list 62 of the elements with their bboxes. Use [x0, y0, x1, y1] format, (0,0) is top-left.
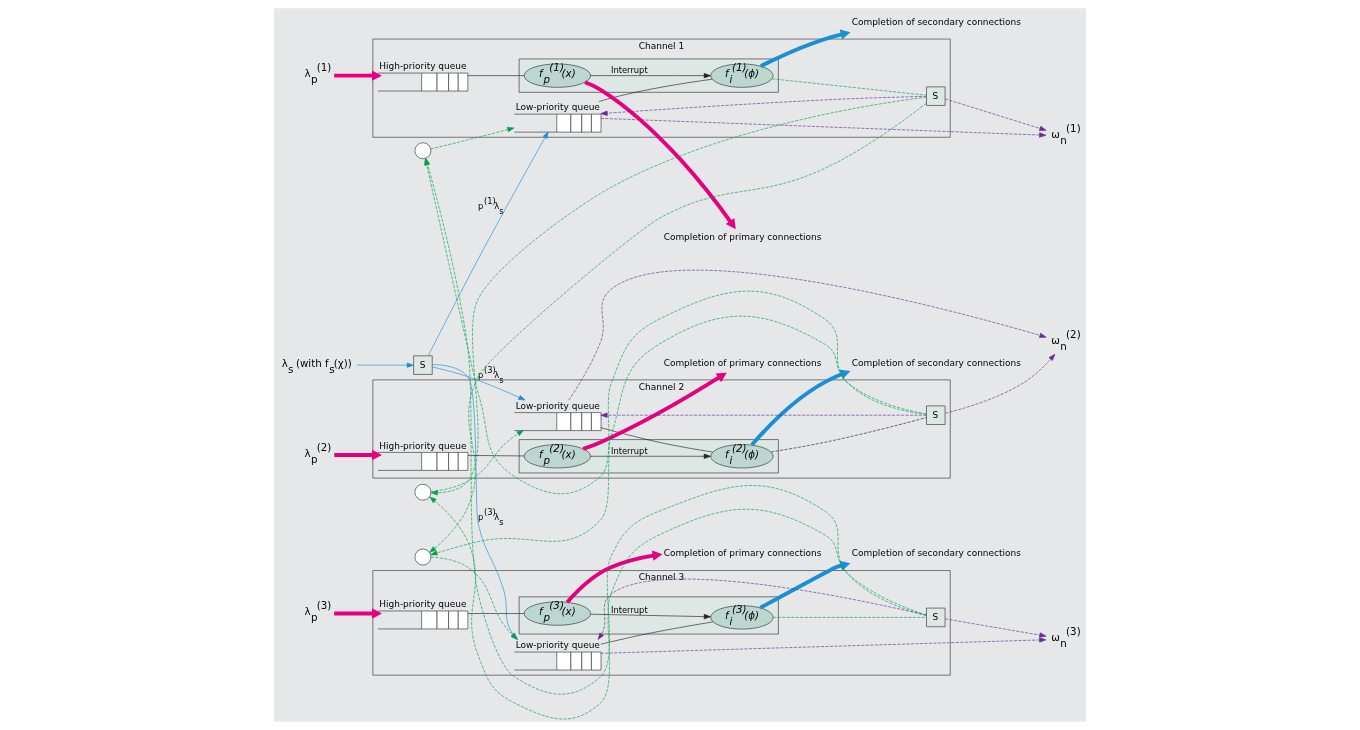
arrow: [944, 98, 1047, 131]
arrow: [600, 412, 927, 418]
arrow: [429, 496, 927, 720]
arrow: [334, 608, 382, 619]
connector: [467, 75, 525, 76]
connector: [773, 617, 927, 618]
node-box: S: [926, 405, 946, 425]
connector: [600, 621, 714, 645]
node-text: Completion of secondary connections: [851, 548, 1021, 559]
arrow: [430, 315, 927, 556]
node-label: High-priority queue: [379, 440, 467, 451]
arrow: [597, 578, 927, 640]
arrow: [430, 430, 524, 492]
edge-label: Interrupt: [611, 445, 648, 456]
node-text: Completion of secondary connections: [851, 16, 1021, 27]
node-box: S: [926, 86, 946, 106]
arrow: [590, 613, 711, 620]
arrow: [582, 372, 727, 451]
connector: [467, 455, 525, 457]
cluster: [518, 439, 779, 474]
arrow: [568, 269, 1047, 401]
arrow: [584, 80, 736, 230]
node-text: Completion of primary connections: [663, 548, 822, 559]
cluster: [518, 596, 779, 635]
arrow: [944, 618, 1047, 638]
arrow: [759, 29, 851, 68]
node-label: High-priority queue: [379, 61, 467, 72]
arrow: [356, 362, 414, 368]
arrow: [427, 131, 549, 357]
node-box: S: [926, 607, 946, 628]
node-label: Low-priority queue: [515, 102, 600, 113]
arrow: [945, 353, 1056, 414]
connector: [771, 78, 927, 96]
node-label: Low-priority queue: [515, 400, 600, 411]
arrow: [750, 369, 851, 447]
edge-label: Interrupt: [611, 65, 648, 76]
arrow: [334, 449, 382, 461]
arrow: [600, 637, 1047, 654]
node-circle: [414, 483, 432, 501]
arrow: [430, 127, 515, 150]
connector: [770, 417, 927, 453]
node-label: High-priority queue: [379, 599, 467, 610]
connector: [467, 613, 525, 614]
arrow: [759, 560, 851, 610]
node-circle: [414, 142, 432, 160]
arrow: [600, 96, 927, 116]
arrow: [590, 73, 711, 79]
node-text: Completion of primary connections: [663, 231, 822, 242]
node-label: Low-priority queue: [515, 640, 600, 651]
arrow: [432, 366, 526, 401]
connector: [600, 427, 713, 453]
node-text: Completion of secondary connections: [851, 357, 1021, 368]
node-box: S: [413, 355, 433, 375]
arrow: [334, 70, 382, 81]
arrow: [590, 453, 711, 459]
connector: [598, 78, 713, 102]
arrow: [600, 118, 1047, 138]
node-circle: [414, 548, 432, 566]
node-text: Completion of primary connections: [663, 357, 822, 368]
cluster: [518, 58, 779, 93]
arrow: [565, 550, 663, 604]
edge-label: Interrupt: [611, 604, 648, 615]
